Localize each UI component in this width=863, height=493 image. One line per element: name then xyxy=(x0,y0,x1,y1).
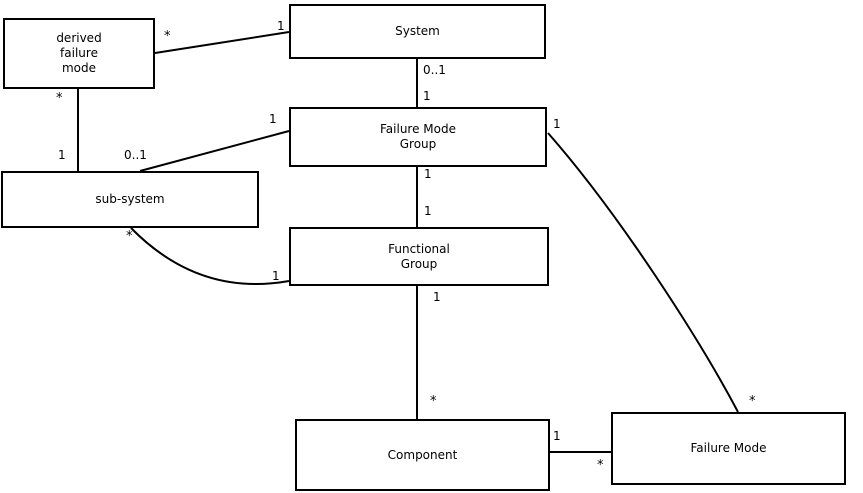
association-lines xyxy=(77,31,739,453)
class-box-label: Component xyxy=(387,447,458,462)
class-box-label: derived failure mode xyxy=(56,31,102,75)
class-box-failure-mode-group[interactable]: Failure Mode Group xyxy=(289,107,547,167)
class-box-label: sub-system xyxy=(95,192,165,206)
multiplicity-label-m-failure-mode-top-star: * xyxy=(749,394,756,409)
multiplicity-label-m-fg-up-one: 1 xyxy=(424,204,432,218)
multiplicity-label-m-system-down-zero-one: 0..1 xyxy=(423,63,446,77)
class-box-label: Failure Mode Group xyxy=(380,122,456,151)
multiplicity-label-m-subsystem-to-fmg-zeroone: 0..1 xyxy=(124,148,147,162)
multiplicity-label-m-failure-mode-left-star: * xyxy=(597,458,604,473)
class-box-label: System xyxy=(395,24,440,38)
class-box-component[interactable]: Component xyxy=(295,419,550,491)
multiplicity-label-m-fmg-curve-fm-one: 1 xyxy=(553,117,561,131)
multiplicity-label-m-component-up-star: * xyxy=(430,394,437,409)
class-box-functional-group[interactable]: Functional Group xyxy=(289,227,549,286)
class-box-failure-mode[interactable]: Failure Mode xyxy=(611,412,846,485)
class-box-label: Failure Mode xyxy=(690,441,767,455)
multiplicity-label-m-fg-curve-one: 1 xyxy=(272,269,280,283)
class-box-system[interactable]: System xyxy=(289,4,546,59)
multiplicity-label-m-fg-down-one: 1 xyxy=(433,290,441,304)
class-box-label: Functional Group xyxy=(388,241,450,271)
multiplicity-label-m-derived-to-system-star: * xyxy=(164,29,171,44)
association-failure-mode-group--failure-mode[interactable] xyxy=(547,132,739,413)
association-sub-system--failure-mode-group[interactable] xyxy=(139,130,290,172)
class-box-sub-system[interactable]: sub-system xyxy=(1,171,259,228)
multiplicity-label-m-fmg-to-subsystem-one: 1 xyxy=(269,112,277,126)
association-derived-failure-mode--system[interactable] xyxy=(154,31,290,54)
multiplicity-label-m-system-to-derived-one: 1 xyxy=(277,19,285,33)
multiplicity-label-m-derived-down-star: * xyxy=(56,91,63,106)
multiplicity-label-m-fmg-up-one: 1 xyxy=(423,89,431,103)
class-box-derived-failure-mode[interactable]: derived failure mode xyxy=(3,18,155,89)
multiplicity-label-m-subsystem-curve-star: * xyxy=(126,229,133,244)
multiplicity-label-m-component-right-one: 1 xyxy=(553,429,561,443)
multiplicity-label-m-subsystem-up-one: 1 xyxy=(58,148,66,162)
multiplicity-label-m-fmg-down-one: 1 xyxy=(424,167,432,181)
association-sub-system--functional-group[interactable] xyxy=(130,227,290,286)
